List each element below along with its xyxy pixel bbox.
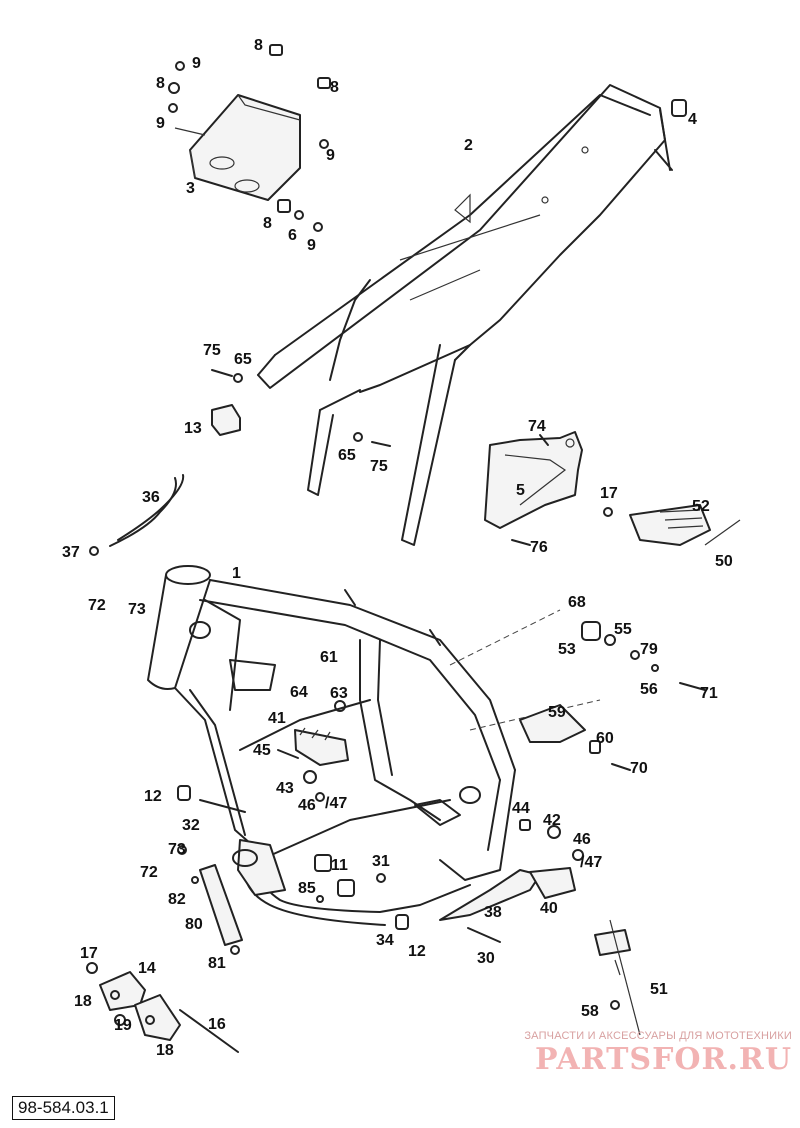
callout-16: 16 [208,1016,226,1033]
main-frame-drawing [147,565,601,926]
callout-46: 46 [298,797,316,814]
callout-36: 36 [142,489,160,506]
callout-labels: 8 9 8 8 9 9 3 8 6 9 2 4 75 65 13 65 75 7… [62,37,733,1059]
callout-13: 13 [184,420,202,437]
callout-44: 44 [512,800,530,817]
callout-56: 56 [640,681,658,698]
subframe-drawing [257,84,673,546]
callout-73: 73 [168,841,186,858]
callout-71: 71 [700,685,718,702]
callout-70: 70 [630,760,648,777]
callout-18: 18 [156,1042,174,1059]
callout-3: 3 [186,180,195,197]
callout-61: 61 [320,649,338,666]
callout-46: 46 [573,831,591,848]
callout-65: 65 [338,447,356,464]
side-stand-bracket-drawing [86,962,239,1053]
callout-68: 68 [568,594,586,611]
callout-1: 1 [232,565,241,582]
callout-63: 63 [330,685,348,702]
callout-75: 75 [370,458,388,475]
callout-52: 52 [692,498,710,515]
callout-72: 72 [140,864,158,881]
callout-55: 55 [614,621,632,638]
chain-guide-bracket-drawing [484,431,583,546]
callout-8: 8 [330,79,339,96]
watermark-tagline: ЗАПЧАСТИ И АКСЕССУАРЫ ДЛЯ МОТОТЕХНИКИ [524,1030,792,1042]
callout-6: 6 [288,227,297,244]
callout-64: 64 [290,684,308,701]
callout-82: 82 [168,891,186,908]
callout-47: /47 [325,795,347,812]
callout-19: 19 [114,1017,132,1034]
callout-45: 45 [253,742,271,759]
callout-12: 12 [408,943,426,960]
callout-11: 11 [331,857,348,874]
callout-9: 9 [192,55,201,72]
callout-75: 75 [203,342,221,359]
callout-31: 31 [372,853,390,870]
callout-8: 8 [254,37,263,54]
callout-34: 34 [376,932,394,949]
callout-40: 40 [540,900,558,917]
callout-17: 17 [600,485,618,502]
footpeg-assembly-drawing [603,504,741,546]
callout-9: 9 [307,237,316,254]
skid-plate-drawing [174,94,301,201]
callout-30: 30 [477,950,495,967]
callout-81: 81 [208,955,226,972]
skid-plate-hardware [168,44,331,232]
callout-53: 53 [558,641,576,658]
callout-5: 5 [516,482,525,499]
callout-4: 4 [688,111,697,128]
subframe-rubber-4 [671,99,687,117]
callout-41: 41 [268,710,286,727]
callout-47: /47 [580,854,602,871]
callout-58: 58 [581,1003,599,1020]
callout-85: 85 [298,880,316,897]
callout-80: 80 [185,916,203,933]
callout-38: 38 [484,904,502,921]
callout-74: 74 [528,418,546,435]
callout-37: 37 [62,544,80,561]
callout-32: 32 [182,817,200,834]
callout-42: 42 [543,812,561,829]
callout-9: 9 [326,147,335,164]
callout-65: 65 [234,351,252,368]
callout-12: 12 [144,788,162,805]
subframe-fixings-left [211,369,391,447]
frame-small-parts [177,621,706,1036]
callout-60: 60 [596,730,614,747]
callout-14: 14 [138,960,156,977]
callout-79: 79 [640,641,658,658]
callout-43: 43 [276,780,294,797]
callout-72: 72 [88,597,106,614]
callout-17: 17 [80,945,98,962]
drawing-number: 98-584.03.1 [12,1096,115,1120]
hose-36 [117,474,185,541]
callout-8: 8 [263,215,272,232]
hose-clamp-37 [89,546,99,556]
callout-18: 18 [74,993,92,1010]
callout-51: 51 [650,981,668,998]
callout-50: 50 [715,553,733,570]
watermark-brand: PARTSFOR.RU [535,1042,792,1077]
callout-59: 59 [548,704,566,721]
callout-8: 8 [156,75,165,92]
callout-2: 2 [464,137,473,154]
callout-73: 73 [128,601,146,618]
callout-9: 9 [156,115,165,132]
callout-76: 76 [530,539,548,556]
